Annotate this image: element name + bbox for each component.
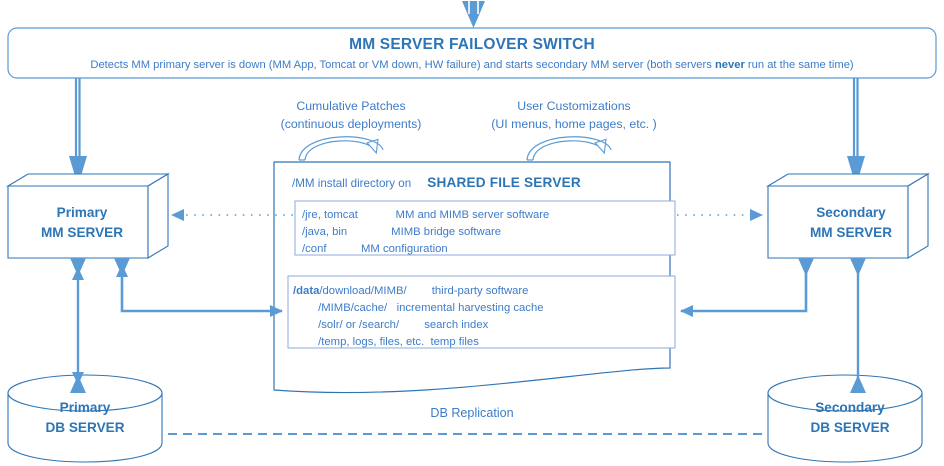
primary-db-server-shape: [7, 374, 163, 463]
secondary-db-server-shape: [767, 374, 923, 463]
failover-input-arrow: [462, 1, 485, 28]
secondary-mm-server-line1: Secondary: [816, 205, 886, 220]
primary-mm-server-shape: [6, 173, 170, 259]
link-primary-mm-to-primary-db: [70, 258, 86, 393]
primary-mm-server-line2: MM SERVER: [40, 224, 124, 240]
secondary-db-server-line2: DB SERVER: [810, 419, 890, 435]
secondary-db-server-label: Secondary DB SERVER: [768, 398, 932, 437]
arrow-failover-to-primary-mm: [69, 78, 87, 186]
arrow-failover-to-secondary-mm: [847, 78, 865, 186]
data-directory-rows: /data/download/MIMB/ third-party softwar…: [293, 283, 544, 351]
primary-db-server-line1: Primary: [59, 400, 111, 415]
secondary-db-server-line1: Secondary: [815, 400, 885, 415]
data-rows-text: /download/MIMB/ third-party software /MI…: [318, 285, 544, 348]
link-secondary-mm-to-secondary-db: [850, 258, 866, 393]
secondary-mm-server-shape: [766, 173, 930, 259]
install-directory-rows: /jre, tomcat MM and MIMB server software…: [302, 209, 550, 255]
primary-db-server-label: Primary DB SERVER: [6, 398, 164, 437]
primary-db-server-line2: DB SERVER: [45, 419, 125, 435]
link-primary-mm-to-data-box: [114, 258, 283, 317]
secondary-mm-server-line2: MM SERVER: [809, 224, 893, 240]
link-secondary-mm-to-data-box: [680, 258, 814, 317]
failover-switch-box: [7, 27, 937, 79]
secondary-mm-server-label: Secondary MM SERVER: [772, 203, 930, 242]
install-directory-box: [294, 200, 676, 256]
primary-mm-server-label: Primary MM SERVER: [6, 203, 158, 242]
user-customizations-curve-arrow: [526, 136, 612, 161]
primary-mm-server-line1: Primary: [56, 205, 108, 220]
cumulative-patches-curve-arrow: [298, 136, 384, 161]
data-directory-box: [287, 275, 676, 349]
data-path-bold: /data: [293, 285, 320, 297]
